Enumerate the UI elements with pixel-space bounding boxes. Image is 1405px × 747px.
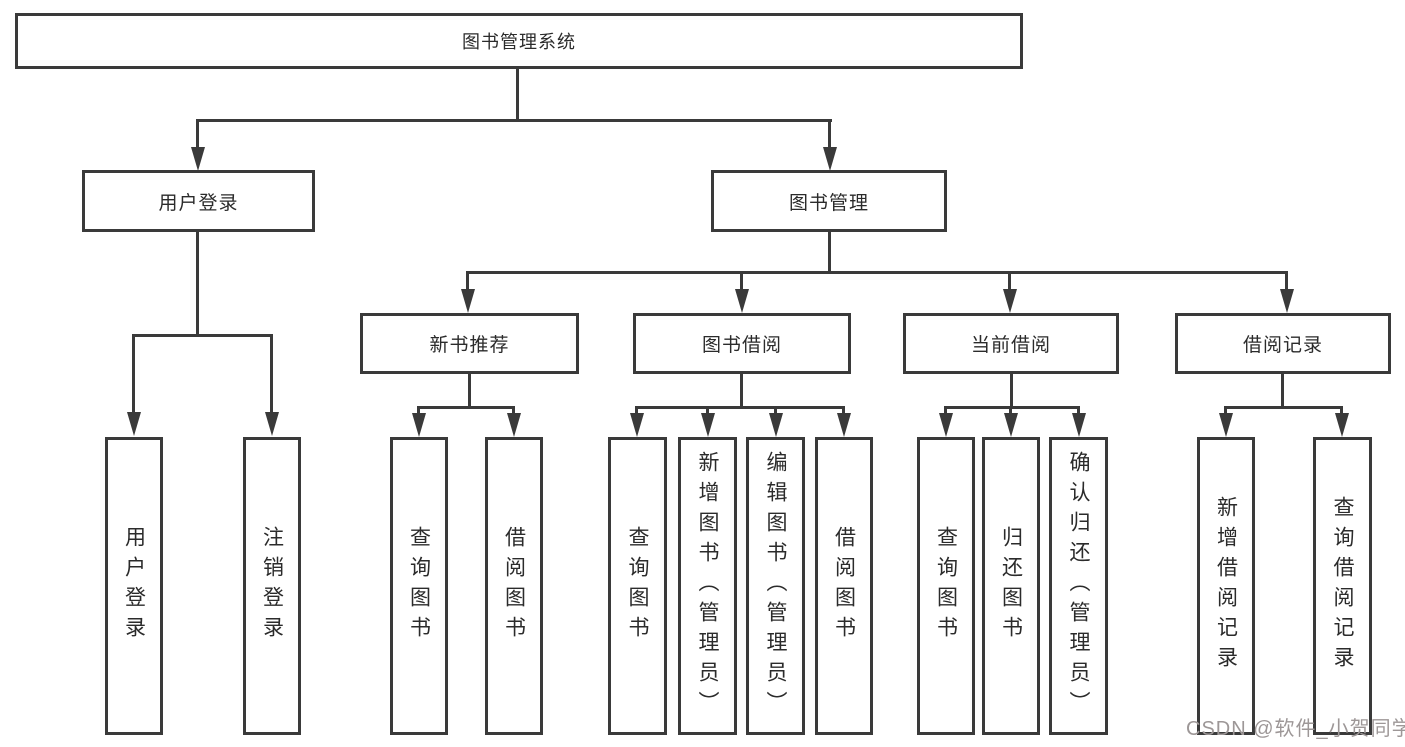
node-book-management-branch: 图书管理: [711, 170, 947, 232]
connector-line: [132, 334, 273, 337]
arrowhead-icon: [823, 147, 837, 171]
leaf-label: 归还图书: [999, 526, 1023, 646]
leaf-label: 用户登录: [122, 526, 146, 646]
arrowhead-icon: [630, 413, 644, 437]
arrowhead-icon: [837, 413, 851, 437]
connector-line: [417, 406, 515, 409]
connector-line: [842, 406, 845, 416]
leaf-label: 查询图书: [407, 526, 431, 646]
arrowhead-icon: [265, 412, 279, 436]
node-current-borrow-label: 当前借阅: [970, 335, 1051, 356]
arrowhead-icon: [1280, 289, 1294, 313]
leaf-label: 查询借阅记录: [1331, 496, 1354, 676]
node-book-borrow-label: 图书借阅: [701, 335, 782, 356]
connector-line: [1077, 406, 1080, 416]
connector-line: [1340, 406, 1343, 416]
node-borrow-record: 借阅记录: [1175, 313, 1391, 374]
connector-line: [828, 232, 831, 274]
node-leaf-add-borrow-record: 新增借阅记录: [1197, 437, 1255, 735]
connector-line: [1285, 271, 1288, 291]
connector-line: [1224, 406, 1343, 409]
leaf-label: 新增图书（管理员）: [696, 451, 719, 721]
node-user-login-branch-label: 用户登录: [158, 192, 239, 214]
node-root: 图书管理系统: [15, 13, 1023, 69]
connector-line: [196, 119, 832, 122]
arrowhead-icon: [1335, 413, 1349, 437]
arrowhead-icon: [1004, 413, 1018, 437]
arrowhead-icon: [127, 412, 141, 436]
connector-line: [740, 374, 743, 409]
node-leaf-add-book-admin: 新增图书（管理员）: [678, 437, 737, 735]
leaf-label: 新增借阅记录: [1214, 496, 1238, 676]
connector-line: [1008, 271, 1011, 291]
node-leaf-confirm-return-admin: 确认归还（管理员）: [1049, 437, 1108, 735]
connector-line: [196, 232, 199, 336]
node-current-borrow: 当前借阅: [903, 313, 1119, 374]
connector-line: [774, 406, 777, 416]
connector-line: [1224, 406, 1227, 416]
connector-line: [635, 406, 845, 409]
arrowhead-icon: [1072, 413, 1086, 437]
connector-line: [740, 271, 743, 291]
arrowhead-icon: [507, 413, 521, 437]
connector-line: [132, 334, 135, 414]
node-leaf-return-book: 归还图书: [982, 437, 1040, 735]
node-book-management-branch-label: 图书管理: [788, 192, 869, 214]
leaf-label: 注销登录: [260, 526, 284, 646]
connector-line: [417, 406, 420, 416]
arrowhead-icon: [191, 147, 205, 171]
arrowhead-icon: [735, 289, 749, 313]
node-leaf-edit-book-admin: 编辑图书（管理员）: [746, 437, 805, 735]
node-borrow-record-label: 借阅记录: [1242, 335, 1323, 356]
connector-line: [1281, 374, 1284, 409]
node-new-book-recommend: 新书推荐: [360, 313, 579, 374]
node-new-book-recommend-label: 新书推荐: [429, 335, 510, 356]
connector-line: [828, 119, 831, 151]
connector-line: [635, 406, 638, 416]
connector-line: [944, 406, 1080, 409]
connector-line: [944, 406, 947, 416]
leaf-label: 编辑图书（管理员）: [764, 451, 787, 721]
connector-line: [1009, 406, 1012, 416]
connector-line: [468, 374, 471, 409]
leaf-label: 确认归还（管理员）: [1067, 451, 1090, 721]
connector-line: [516, 69, 519, 121]
connector-line: [1010, 374, 1013, 409]
node-user-login-branch: 用户登录: [82, 170, 315, 232]
arrowhead-icon: [701, 413, 715, 437]
connector-line: [466, 271, 1288, 274]
watermark: CSDN @软件_小贺同学: [1186, 718, 1405, 740]
node-leaf-borrow-book-2: 借阅图书: [815, 437, 873, 735]
node-leaf-user-login: 用户登录: [105, 437, 163, 735]
leaf-label: 查询图书: [626, 526, 649, 646]
arrowhead-icon: [412, 413, 426, 437]
leaf-label: 借阅图书: [832, 526, 856, 646]
connector-line: [706, 406, 709, 416]
node-leaf-query-book-3: 查询图书: [917, 437, 975, 735]
arrowhead-icon: [769, 413, 783, 437]
node-leaf-borrow-book-1: 借阅图书: [485, 437, 543, 735]
node-root-label: 图书管理系统: [462, 32, 576, 52]
leaf-label: 借阅图书: [502, 526, 526, 646]
leaf-label: 查询图书: [934, 526, 958, 646]
arrowhead-icon: [1003, 289, 1017, 313]
connector-line: [196, 119, 199, 151]
node-leaf-query-book-1: 查询图书: [390, 437, 448, 735]
node-leaf-query-borrow-record: 查询借阅记录: [1313, 437, 1372, 735]
arrowhead-icon: [939, 413, 953, 437]
connector-line: [270, 334, 273, 414]
node-leaf-logout: 注销登录: [243, 437, 301, 735]
connector-line: [466, 271, 469, 291]
node-leaf-query-book-2: 查询图书: [608, 437, 667, 735]
arrowhead-icon: [1219, 413, 1233, 437]
connector-line: [512, 406, 515, 416]
arrowhead-icon: [461, 289, 475, 313]
node-book-borrow: 图书借阅: [633, 313, 851, 374]
